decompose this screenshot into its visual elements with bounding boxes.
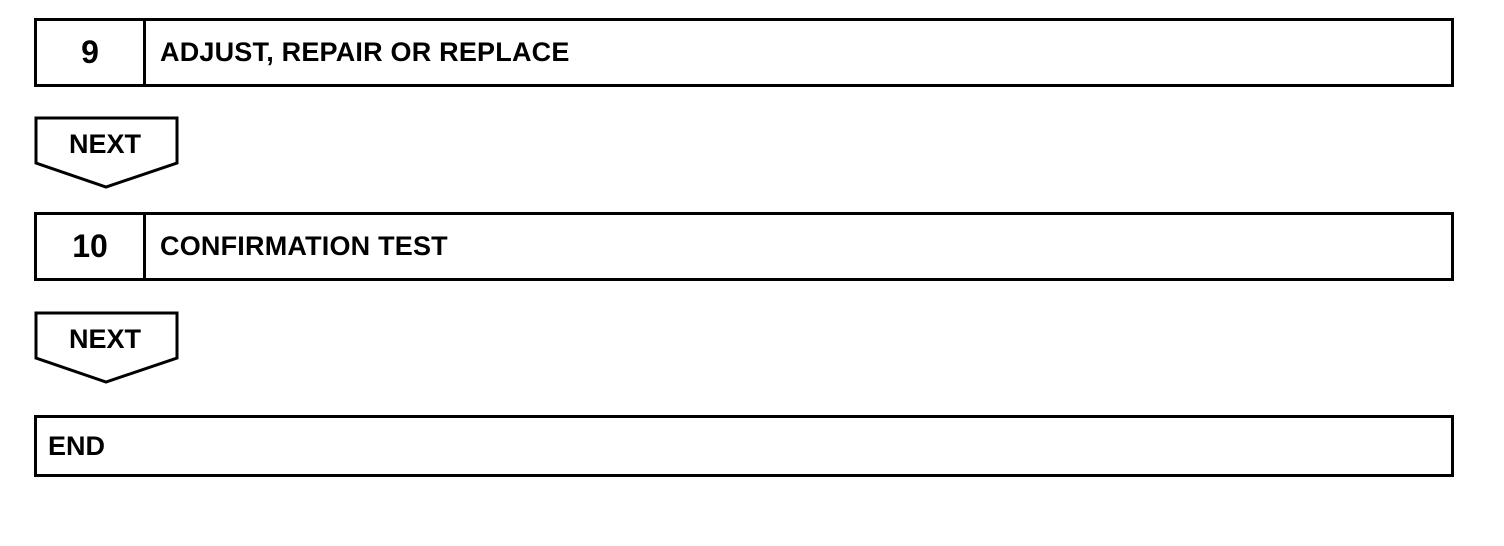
step-description: ADJUST, REPAIR OR REPLACE [160,37,570,67]
end-box: END [34,415,1454,477]
next-arrow: NEXT [34,116,180,190]
step-description: CONFIRMATION TEST [160,231,448,261]
step-number: 10 [37,215,146,278]
arrow-down-pentagon-icon [34,116,179,189]
next-arrow: NEXT [34,311,180,385]
end-label: END [48,430,106,461]
arrow-down-pentagon-icon [34,311,179,384]
next-label: NEXT [68,324,141,354]
step-9-box: 9 ADJUST, REPAIR OR REPLACE [34,18,1454,87]
step-10-box: 10 CONFIRMATION TEST [34,212,1454,281]
step-number: 9 [37,21,146,84]
next-label: NEXT [68,129,141,159]
